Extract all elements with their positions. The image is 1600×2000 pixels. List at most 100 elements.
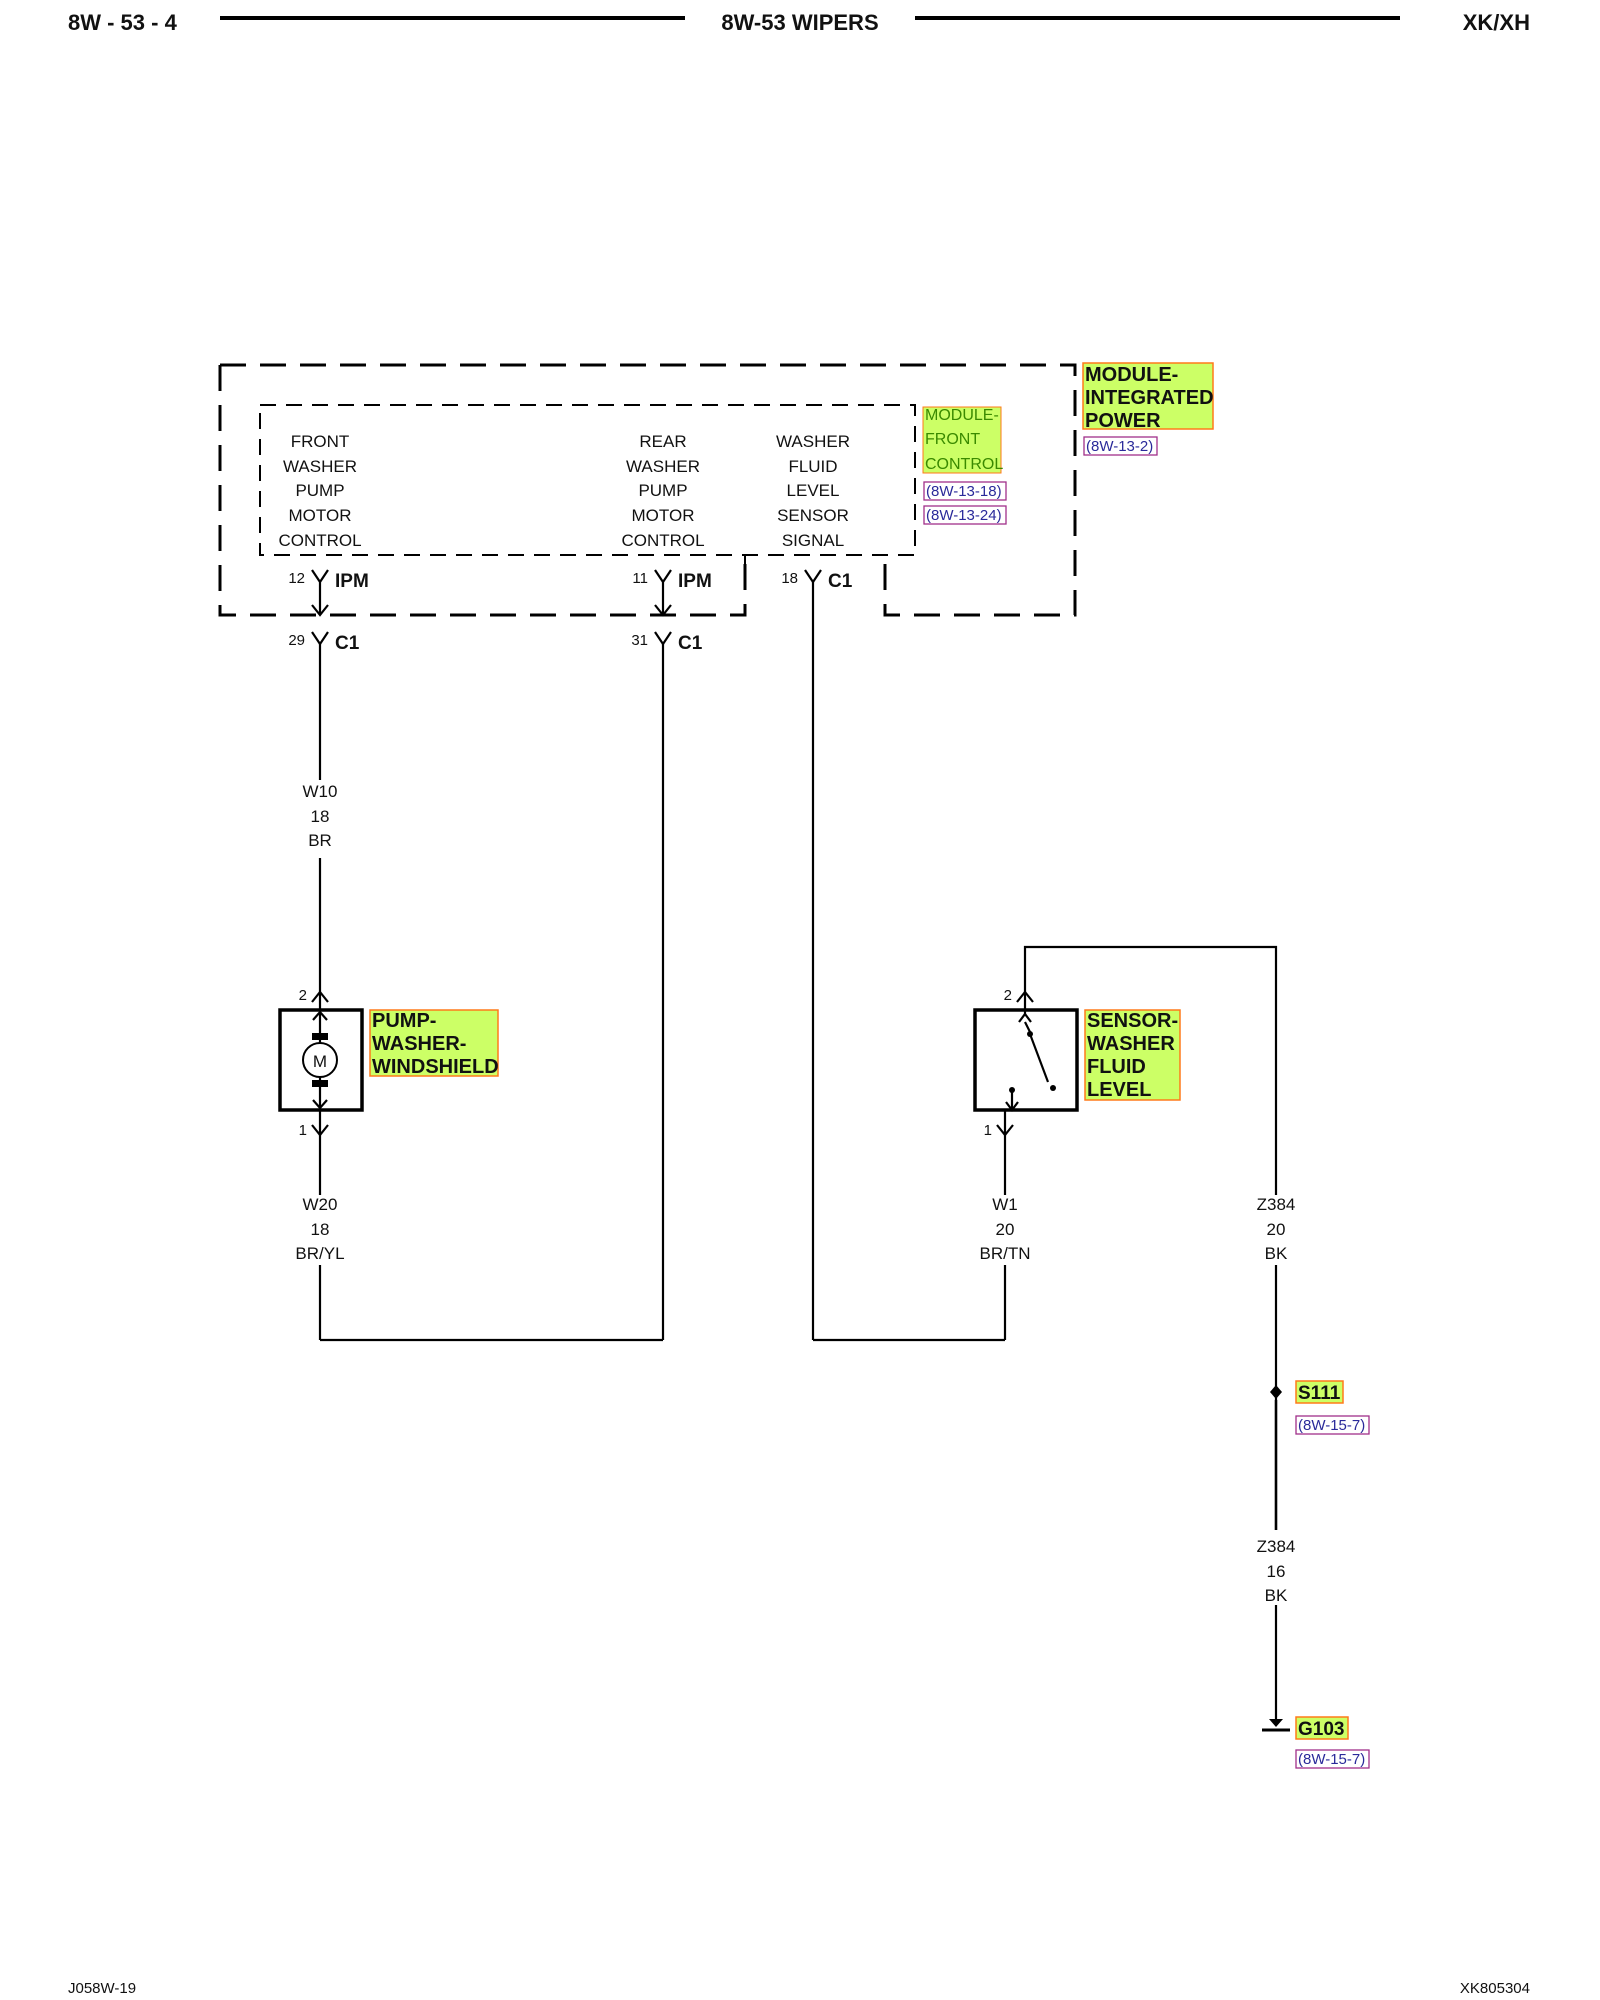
splice-ref-box[interactable] [1295, 1415, 1370, 1435]
ground-name: G103 [1298, 1719, 1344, 1740]
circuit-label-line: CONTROL [278, 531, 361, 550]
sensor-arrow-down-icon [1005, 1101, 1019, 1112]
ipm-label-highlight [1082, 362, 1214, 430]
washer-pump[interactable]: 2 M 1 PUMP- WASHER- WINDSHIELD [278, 987, 499, 1139]
ipm-module-outline [218, 363, 1077, 617]
circuit-front-washer: FRONT WASHER PUMP MOTOR CONTROL [278, 432, 361, 550]
wire-circuit-id: Z384 [1257, 1537, 1296, 1556]
connector-pin-number: 29 [288, 632, 305, 649]
wire-runs [318, 582, 1278, 1540]
splice-ref-link[interactable]: (8W-15-7) [1298, 1417, 1365, 1434]
wire-labels: W10 18 BR W20 18 BR/YL W1 20 BR/TN Z384 … [295, 782, 1312, 1610]
page-header: 8W - 53 - 4 8W-53 WIPERS XK/XH [68, 10, 1530, 35]
circuit-label-line: WASHER [776, 432, 850, 451]
connector-pins: 12 IPM 11 IPM 18 C1 29 C1 31 C1 [288, 569, 853, 654]
wire-gauge: 16 [1267, 1562, 1286, 1581]
ipm-name-line-2: INTEGRATED [1085, 387, 1214, 409]
fcm-ref-box-2[interactable] [923, 505, 1007, 525]
header-section-title: 8W-53 WIPERS [721, 10, 878, 35]
wire-color: BR/TN [980, 1244, 1031, 1263]
connector-fork-icon [311, 1110, 329, 1137]
wire-color: BR/YL [295, 1244, 344, 1263]
ground-ref-box[interactable] [1295, 1749, 1370, 1769]
connector-name: IPM [335, 571, 369, 592]
sensor-arrow-up-icon [1018, 1012, 1032, 1023]
fcm-name-line-2: FRONT [925, 431, 980, 448]
circuit-label-line: LEVEL [787, 481, 840, 500]
ground-ref-link[interactable]: (8W-15-7) [1298, 1751, 1365, 1768]
splice-s111[interactable]: S111 (8W-15-7) [1270, 1380, 1370, 1435]
fcm-ref-link-1[interactable]: (8W-13-18) [926, 483, 1002, 500]
motor-brush-icon [312, 1033, 328, 1040]
motor-icon [302, 1042, 338, 1078]
circuit-label-line: CONTROL [621, 531, 704, 550]
pin-arrow-icon [311, 990, 329, 1003]
pump-arrow-down-icon [312, 1099, 328, 1110]
connector-pin-number: 12 [288, 570, 305, 587]
pump-name-line-3: WINDSHIELD [372, 1056, 499, 1078]
sensor-switch-lead [1024, 1021, 1031, 1033]
splice-name: S111 [1298, 1383, 1341, 1404]
circuit-label-line: WASHER [626, 457, 700, 476]
sensor-pin-top: 2 [1004, 987, 1012, 1004]
connector-name: C1 [828, 571, 853, 592]
circuit-label-line: WASHER [283, 457, 357, 476]
motor-brush-icon [312, 1080, 328, 1087]
fcm-name-line-1: MODULE- [925, 407, 999, 424]
sensor-body [973, 1008, 1079, 1112]
fcm-ref-link-2[interactable]: (8W-13-24) [926, 507, 1002, 524]
sensor-pin-bottom: 1 [984, 1122, 992, 1139]
ground-label-highlight [1295, 1716, 1349, 1740]
splice-label-highlight [1295, 1380, 1344, 1404]
connector-fork-icon [311, 569, 329, 615]
ipm-label: MODULE- INTEGRATED POWER (8W-13-2) [1082, 362, 1214, 456]
arrow-down-icon [311, 604, 329, 617]
connector-pin-number: 18 [781, 570, 798, 587]
circuit-label-line: MOTOR [632, 506, 695, 525]
ipm-name-line-1: MODULE- [1085, 364, 1178, 386]
wire-label-z384-16: Z384 16 BK [1240, 1530, 1312, 1610]
circuit-fluid-sensor: WASHER FLUID LEVEL SENSOR SIGNAL [776, 432, 850, 550]
pump-arrow-up-icon [312, 1010, 328, 1021]
ipm-ref-box[interactable] [1083, 436, 1158, 456]
fluid-level-sensor[interactable]: 2 1 SENSOR- WASHER FLUID LEVEL [973, 987, 1181, 1139]
wire-label-w10: W10 18 BR [303, 782, 338, 850]
connector-pin-number: 11 [632, 570, 648, 587]
wire-gauge: 20 [1267, 1220, 1286, 1239]
wire-color: BR [308, 831, 332, 850]
footer-figure-id: J058W-19 [68, 1980, 136, 1997]
wire-gauge: 20 [996, 1220, 1015, 1239]
sensor-name-line-1: SENSOR- [1087, 1010, 1178, 1032]
front-control-module-outline [259, 404, 916, 556]
wire-label-w20: W20 18 BR/YL [295, 1195, 344, 1263]
fcm-label: MODULE- FRONT CONTROL (8W-13-18) (8W-13-… [922, 406, 1007, 525]
wire-color: BK [1265, 1244, 1288, 1263]
ipm-ref-link[interactable]: (8W-13-2) [1086, 438, 1153, 455]
wire-circuit-id: Z384 [1257, 1195, 1296, 1214]
pump-label-highlight [369, 1009, 499, 1077]
sensor-name-line-3: FLUID [1087, 1056, 1146, 1078]
pin-arrow-icon [1016, 990, 1034, 1003]
pump-pin-bottom: 1 [299, 1122, 307, 1139]
ipm-name-line-3: POWER [1085, 410, 1161, 432]
switch-blade-icon [1028, 1033, 1050, 1083]
page-footer: J058W-19 XK805304 [68, 1980, 1530, 1997]
circuit-label-line: MOTOR [289, 506, 352, 525]
circuit-label-line: REAR [639, 432, 686, 451]
circuit-label-line: SENSOR [777, 506, 849, 525]
pump-name-line-1: PUMP- [372, 1010, 436, 1032]
ground-arrow-icon [1269, 1719, 1283, 1727]
pump-name-line-2: WASHER- [372, 1033, 466, 1055]
ground-g103[interactable]: G103 (8W-15-7) [1262, 1605, 1370, 1769]
circuit-labels: FRONT WASHER PUMP MOTOR CONTROL REAR WAS… [278, 432, 850, 550]
motor-symbol: M [313, 1052, 327, 1071]
connector-fork-icon [654, 569, 672, 615]
header-model-code: XK/XH [1463, 10, 1530, 35]
fcm-name-line-3: CONTROL [925, 456, 1003, 473]
circuit-rear-washer: REAR WASHER PUMP MOTOR CONTROL [621, 432, 704, 550]
connector-fork-icon [654, 631, 672, 646]
arrow-down-icon [654, 604, 672, 617]
wire-gauge: 18 [311, 1220, 330, 1239]
fcm-ref-box-1[interactable] [923, 481, 1007, 501]
